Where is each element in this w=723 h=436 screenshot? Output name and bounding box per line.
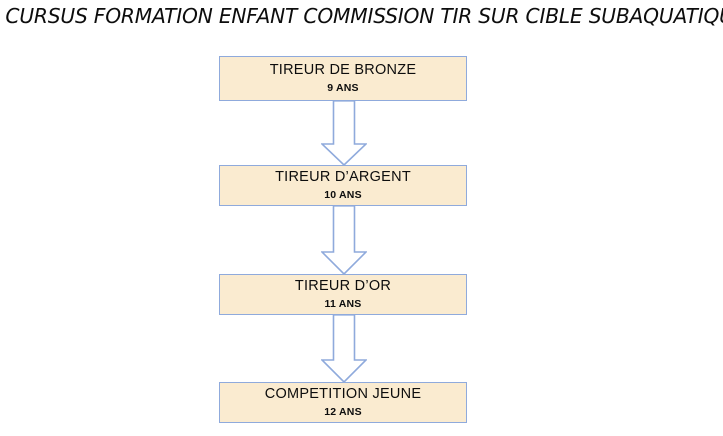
flow-stage-or[interactable]: TIREUR D’OR 11 ANS (219, 274, 467, 315)
flow-stage-age: 10 ANS (324, 188, 362, 201)
page-title: CURSUS FORMATION ENFANT COMMISSION TIR S… (5, 4, 723, 28)
flow-stage-label: COMPETITION JEUNE (264, 386, 422, 403)
flow-stage-label: TIREUR DE BRONZE (269, 62, 417, 79)
flow-stage-label: TIREUR D’ARGENT (275, 169, 411, 186)
arrow-down-icon-or-to-competition (321, 314, 367, 383)
flow-stage-label: TIREUR D’OR (294, 278, 392, 295)
flow-stage-age: 11 ANS (324, 297, 362, 310)
arrow-down-icon-bronze-to-argent (321, 100, 367, 166)
flow-stage-bronze[interactable]: TIREUR DE BRONZE 9 ANS (219, 56, 467, 101)
flow-stage-competition[interactable]: COMPETITION JEUNE 12 ANS (219, 382, 467, 423)
arrow-down-icon-argent-to-or (321, 205, 367, 275)
flow-stage-age: 12 ANS (324, 405, 362, 418)
flow-stage-argent[interactable]: TIREUR D’ARGENT 10 ANS (219, 165, 467, 206)
flow-stage-age: 9 ANS (327, 81, 359, 94)
